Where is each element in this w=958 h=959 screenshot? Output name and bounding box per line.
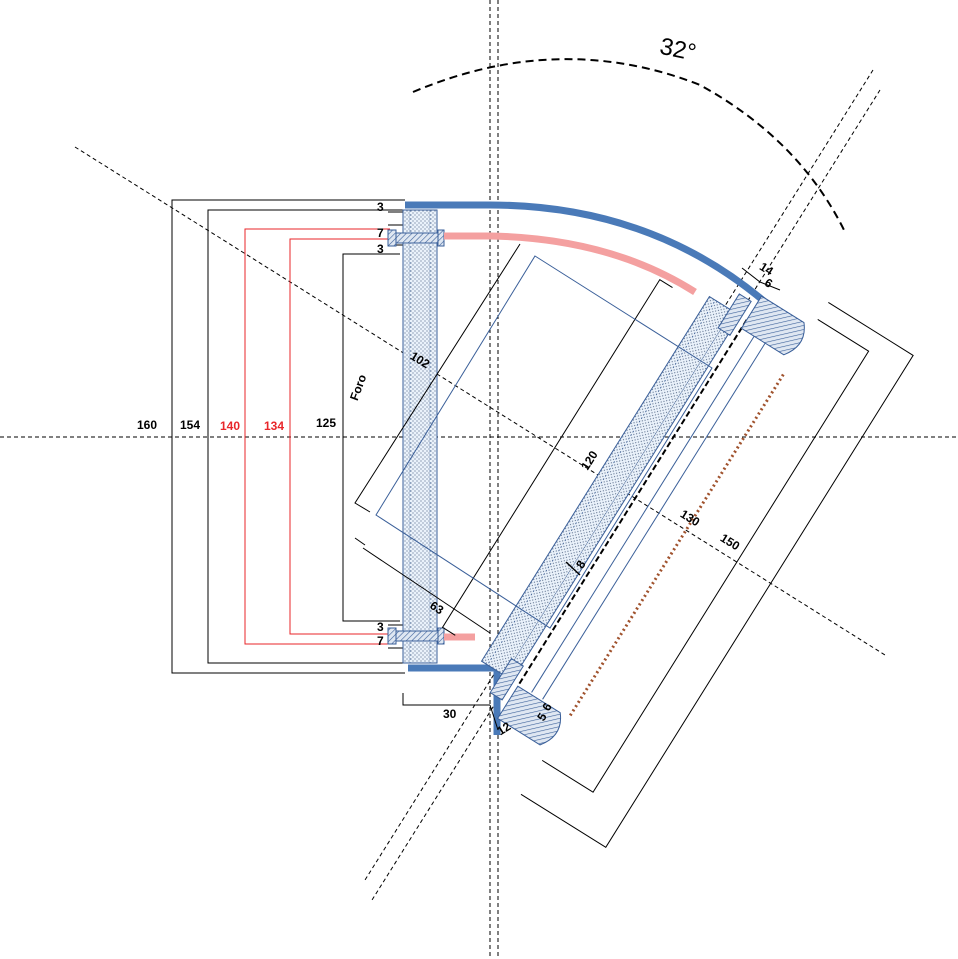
door-bottom-clamp (496, 685, 562, 746)
door-glass-panel (480, 295, 741, 681)
rust-dotted-line (568, 373, 785, 718)
rotated-door (441, 278, 914, 848)
dim-125: 125 (316, 416, 336, 430)
door-bottom-hinge (489, 657, 524, 701)
fixed-glass-panel (402, 209, 438, 664)
bracket-14 (741, 267, 781, 291)
dim-134: 134 (264, 419, 284, 433)
door-outline-line-2 (542, 334, 771, 700)
door-swing-outline (375, 255, 713, 629)
dim-160: 160 (137, 418, 157, 432)
angle-label: 32° (657, 33, 698, 67)
bracket-102 (354, 243, 521, 513)
dim-130: 130 (678, 507, 703, 530)
bottom-bolt (395, 630, 439, 642)
bracket-30 (402, 693, 490, 706)
dim-3-bottom: 3 (377, 620, 384, 634)
bottom-blue-profile (408, 664, 501, 735)
top-bolt-head (387, 229, 397, 247)
door-outline-line (531, 327, 760, 693)
top-bolt (395, 232, 439, 244)
top-bolt-nut (437, 229, 445, 247)
dim-30: 30 (443, 707, 457, 721)
fixed-glass-inner (409, 209, 431, 664)
bracket-130 (541, 318, 870, 793)
angle-arc (412, 58, 846, 233)
bracket-150 (520, 302, 914, 848)
dim-14: 14 (757, 259, 776, 278)
dim-3-top2: 3 (377, 242, 384, 256)
door-center-line (518, 319, 748, 686)
dim-3-top: 3 (377, 200, 384, 214)
outer-blue-profile (405, 201, 768, 305)
bracket-12 (489, 704, 499, 731)
dim-7-bottom: 7 (377, 634, 384, 648)
door-top-clamp (740, 295, 805, 356)
diagonal-axis (74, 146, 886, 656)
bottom-bolt-head (387, 627, 397, 645)
bracket-63-a (354, 537, 366, 546)
inner-pink-profile (444, 232, 697, 295)
bracket-63 (362, 547, 491, 634)
dim-8-arrow (565, 561, 581, 576)
dim-154: 154 (180, 418, 200, 432)
bracket-120 (441, 278, 673, 636)
foro-label: Foro (347, 373, 369, 403)
dim-7-top: 7 (377, 226, 384, 240)
bottom-bolt-nut (437, 627, 445, 645)
dim-120: 120 (578, 448, 601, 473)
dim-140: 140 (220, 419, 240, 433)
dim-150: 150 (718, 531, 743, 554)
door-top-hinge (717, 293, 752, 336)
door-glass-inner (487, 299, 733, 676)
dim-6-top: 6 (762, 275, 775, 291)
